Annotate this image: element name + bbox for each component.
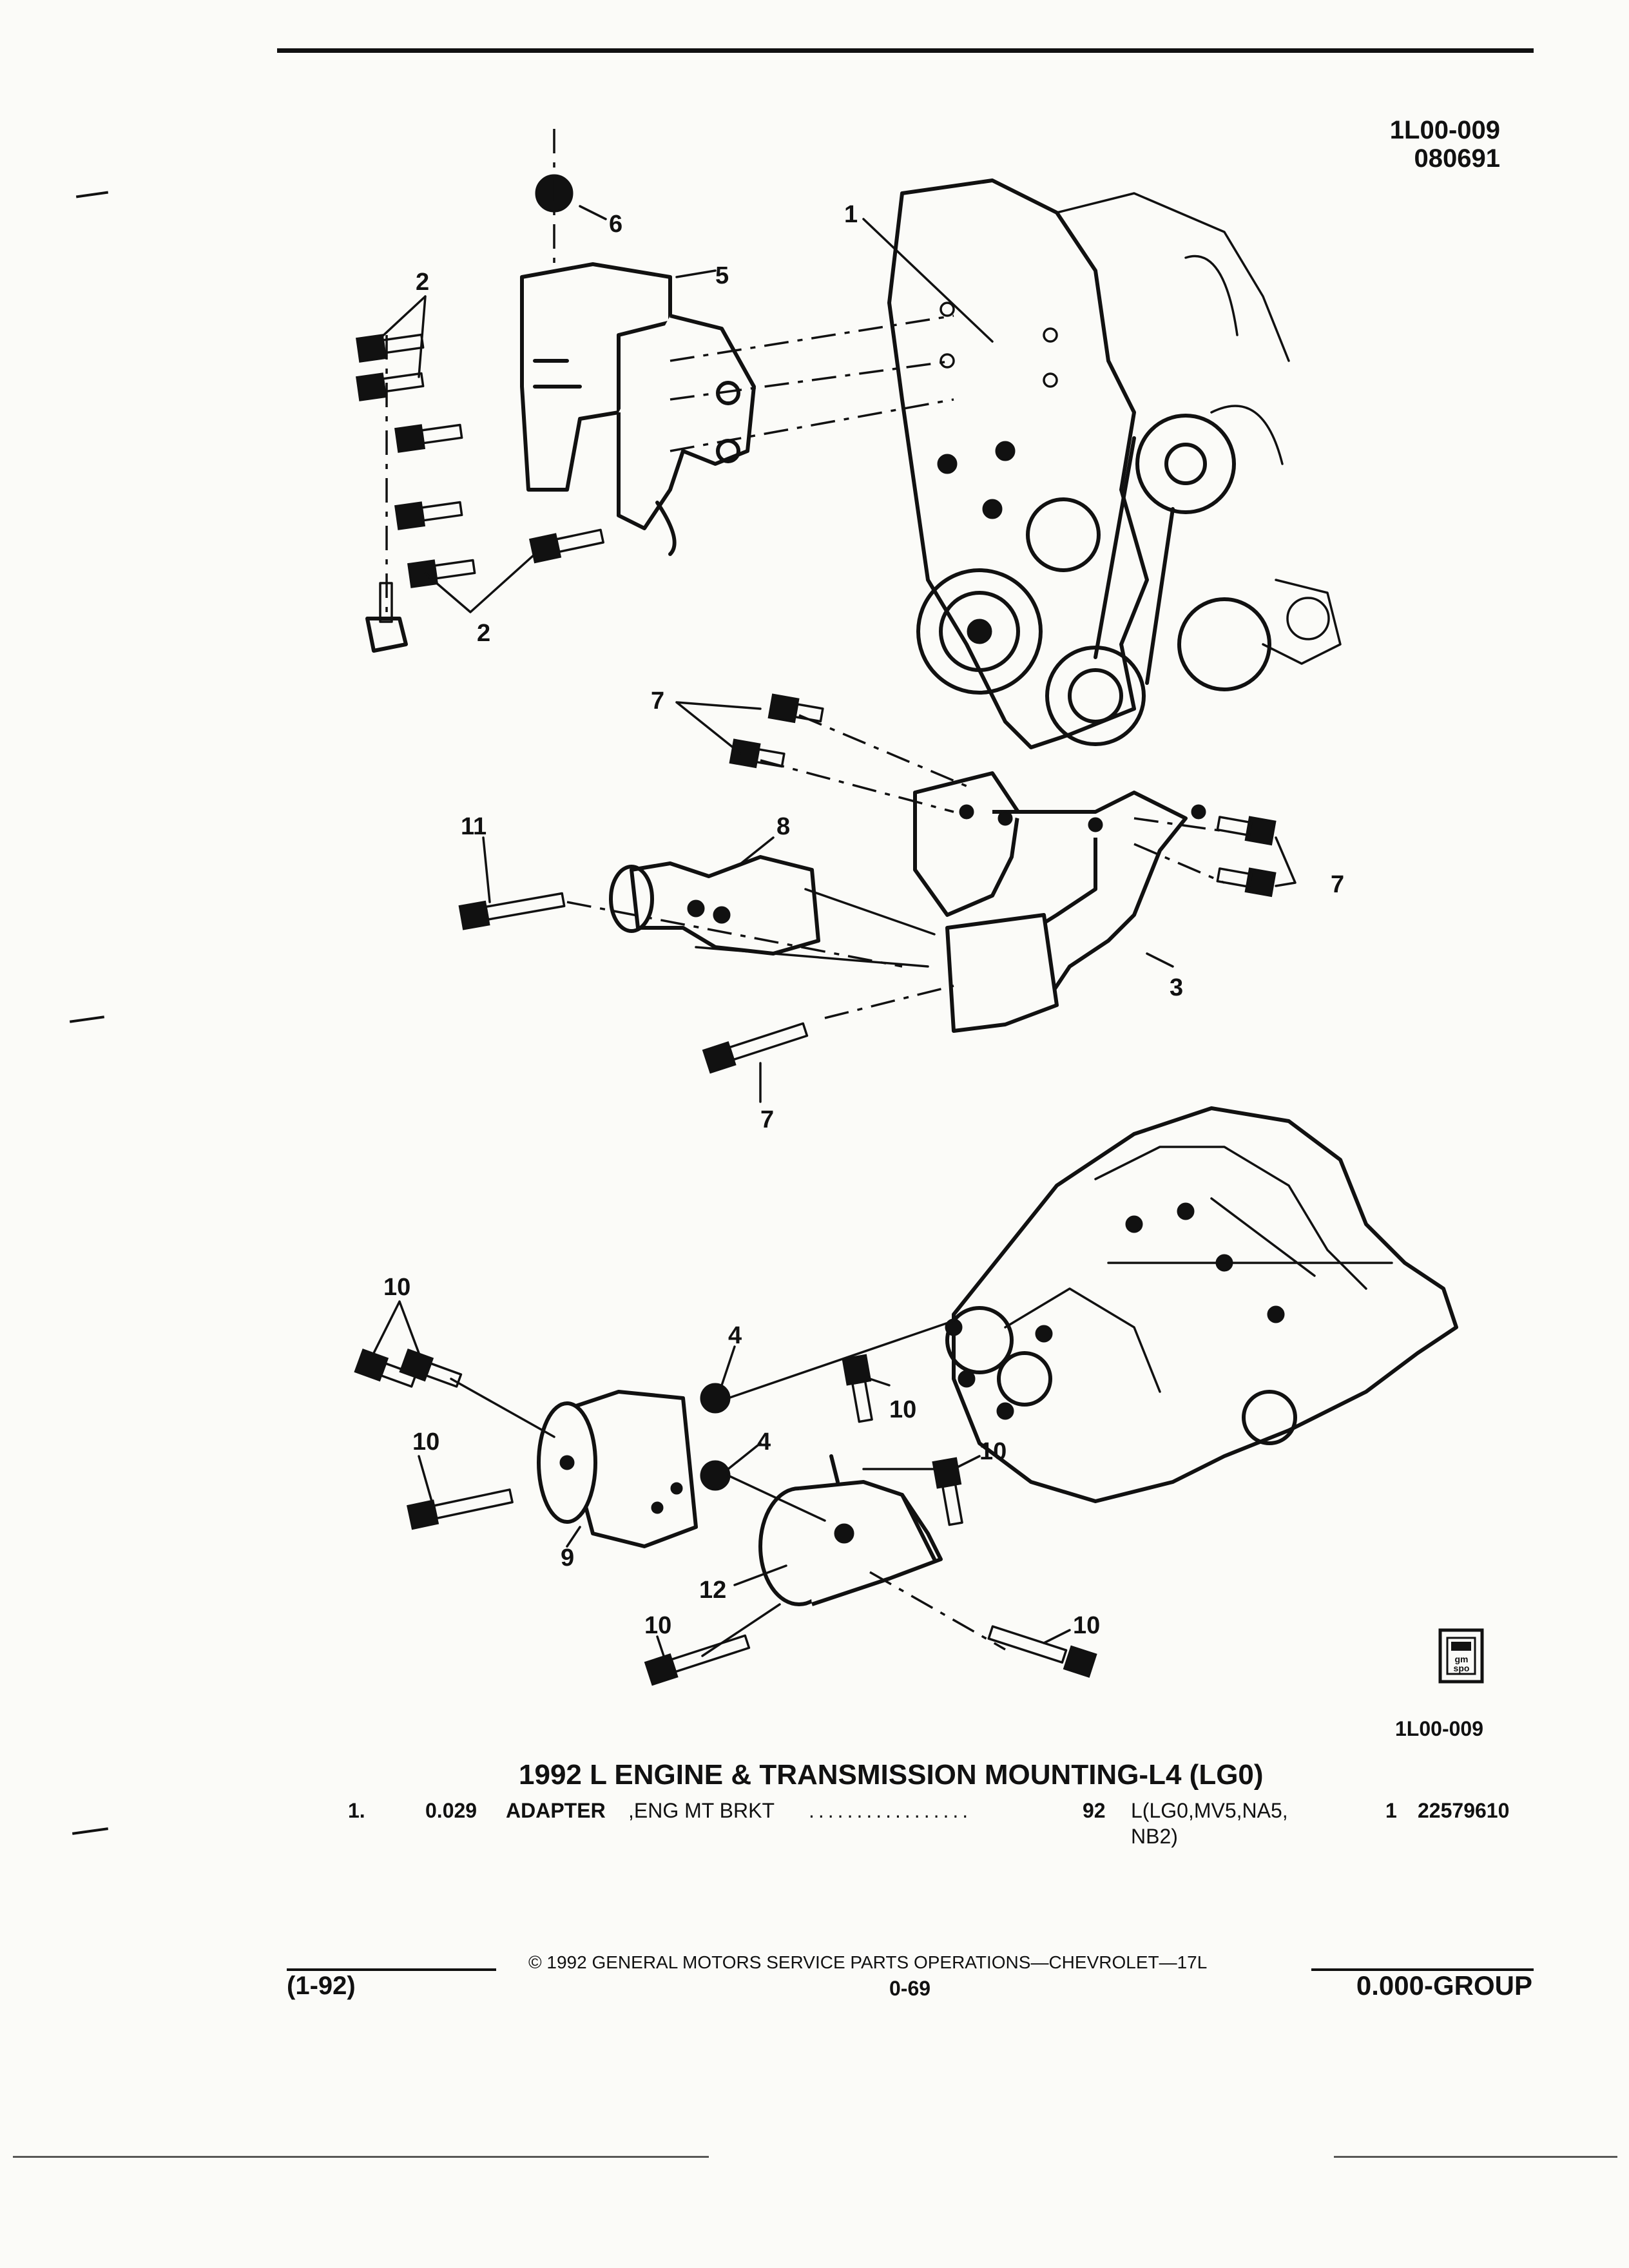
callout-6: 6	[609, 211, 622, 238]
callout-2: 2	[477, 620, 490, 647]
mount-12-drawing	[758, 1454, 943, 1606]
callout-12: 12	[699, 1577, 726, 1604]
lower-assembly-lines	[450, 1320, 1006, 1657]
section-title: 1992 L ENGINE & TRANSMISSION MOUNTING-L4…	[519, 1759, 1264, 1791]
exploded-view-illustration: 1 2 2 2 3 4 4 5 6 7 7 7 7 8 9 10 10 10 1…	[354, 129, 1484, 1686]
item-index: 1.	[348, 1799, 365, 1822]
footer-rule-left	[287, 1968, 496, 1971]
callout-8: 8	[776, 813, 790, 840]
mount-9-drawing	[537, 1390, 698, 1548]
bottom-scan-line	[1334, 2156, 1617, 2158]
callout-5: 5	[715, 262, 729, 289]
callout-3: 3	[1170, 974, 1183, 1001]
svg-text:gm: gm	[1455, 1654, 1469, 1664]
bracket-3-drawing	[913, 771, 1206, 1033]
code-line-1: 1L00-009	[1389, 116, 1500, 144]
transmission-drawing	[945, 1106, 1458, 1503]
item-leader: .................	[809, 1799, 972, 1822]
item-usage-2: NB2)	[1131, 1825, 1178, 1848]
callout-7: 7	[760, 1106, 774, 1133]
callout-7: 7	[651, 687, 664, 715]
footer-date: (1-92)	[287, 1972, 356, 2000]
callout-10-extra: 10	[1073, 1612, 1100, 1639]
item-part-number: 22579610	[1418, 1799, 1510, 1822]
callout-4: 4	[757, 1428, 771, 1456]
gm-spo-logo: gm spo	[1438, 1628, 1484, 1684]
footer-rule-right	[1311, 1968, 1534, 1971]
callout-labels: 1 2 2 2 3 4 4 5 6 7 7 7 7 8 9 10 10 10 1…	[383, 201, 1344, 1639]
item-name: ADAPTER	[506, 1799, 606, 1822]
upper-assembly-lines	[385, 129, 1225, 1019]
upper-bolts	[356, 174, 1277, 1074]
item-ref: 0.029	[425, 1799, 477, 1822]
svg-text:spo: spo	[1454, 1663, 1470, 1673]
item-qty: 1	[1385, 1799, 1397, 1822]
item-year: 92	[1083, 1799, 1106, 1822]
callout-10: 10	[979, 1438, 1007, 1465]
callout-2: 2	[416, 269, 429, 296]
group-label: 0.000-GROUP	[1356, 1970, 1532, 2001]
figure-code: 1L00-009	[1395, 1717, 1483, 1740]
callout-10: 10	[644, 1612, 671, 1639]
callout-4: 4	[728, 1322, 742, 1349]
item-desc: ,ENG MT BRKT	[628, 1799, 775, 1822]
item-usage-1: L(LG0,MV5,NA5,	[1131, 1799, 1288, 1822]
margin-mark	[72, 1827, 109, 1835]
callout-1: 1	[844, 201, 858, 228]
callout-10: 10	[889, 1396, 916, 1423]
callout-11: 11	[461, 813, 487, 840]
callout-9: 9	[561, 1544, 574, 1571]
lower-bolts	[354, 1348, 1097, 1686]
illustration-code: 1L00-009 080691	[1390, 116, 1500, 173]
callout-10: 10	[412, 1428, 439, 1456]
bracket-5-drawing	[520, 262, 756, 556]
callout-10: 10	[383, 1274, 410, 1301]
top-rule	[277, 48, 1534, 53]
copyright-line: © 1992 GENERAL MOTORS SERVICE PARTS OPER…	[528, 1952, 1208, 1972]
engine-front-drawing	[887, 178, 1342, 749]
callout-7: 7	[1331, 871, 1344, 898]
code-line-2: 080691	[1414, 144, 1500, 173]
callout-leaders	[372, 205, 1296, 1657]
isolator-8-drawing	[609, 855, 820, 956]
page-number: 0-69	[889, 1977, 931, 2000]
bottom-scan-line	[13, 2156, 709, 2158]
